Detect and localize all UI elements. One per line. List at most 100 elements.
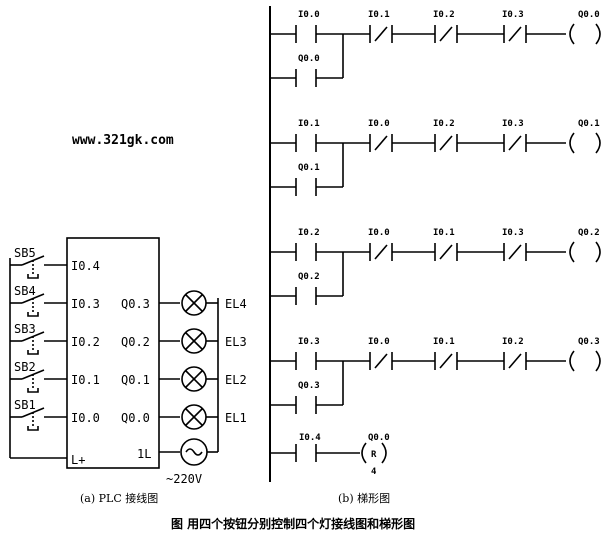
nc-contact-slash bbox=[508, 26, 522, 42]
nc-contact-label: I0.2 bbox=[433, 119, 455, 129]
lamp-label: EL1 bbox=[225, 411, 247, 425]
reset-rung: I0.4 Q0.0 R 4 bbox=[270, 433, 390, 477]
nc-contact-label: I0.3 bbox=[502, 228, 524, 238]
nc-contact-slash bbox=[374, 135, 388, 151]
seal-contact-label: Q0.2 bbox=[298, 272, 320, 282]
nc-contact-slash bbox=[374, 353, 388, 369]
common-input-label: L+ bbox=[71, 453, 85, 467]
nc-contact-slash bbox=[374, 26, 388, 42]
reset-coil-right-arc bbox=[381, 442, 387, 464]
coil-right-arc bbox=[595, 23, 601, 45]
nc-contact-label: I0.0 bbox=[368, 228, 390, 238]
lamp-cross-b bbox=[184, 407, 204, 427]
nc-contact-slash bbox=[374, 244, 388, 260]
sine-icon bbox=[185, 448, 203, 456]
reset-coil-label: Q0.0 bbox=[368, 433, 390, 443]
nc-contact-slash bbox=[439, 26, 453, 42]
seal-contact-label: Q0.0 bbox=[298, 54, 320, 64]
nc-contact-label: I0.2 bbox=[433, 10, 455, 20]
nc-contact-label: I0.0 bbox=[368, 337, 390, 347]
nc-contact-slash bbox=[508, 244, 522, 260]
coil-left-arc bbox=[569, 350, 575, 372]
figure-caption: 图 用四个按钮分别控制四个灯接线图和梯形图 bbox=[171, 516, 415, 531]
input-terminal-label: I0.4 bbox=[71, 259, 100, 273]
switch-label: SB2 bbox=[14, 360, 36, 374]
reset-count: 4 bbox=[371, 467, 377, 477]
nc-contact-label: I0.0 bbox=[368, 119, 390, 129]
output-terminal-label: Q0.2 bbox=[121, 335, 150, 349]
switch-label: SB1 bbox=[14, 398, 36, 412]
nc-contact-label: I0.1 bbox=[433, 228, 455, 238]
coil-right-arc bbox=[595, 241, 601, 263]
switch-label: SB4 bbox=[14, 284, 36, 298]
lamp-label: EL2 bbox=[225, 373, 247, 387]
lamp-cross-b bbox=[184, 369, 204, 389]
switch-label: SB3 bbox=[14, 322, 36, 336]
input-terminal-label: I0.1 bbox=[71, 373, 100, 387]
caption-b: (b) 梯形图 bbox=[338, 492, 390, 505]
output-terminal-label: Q0.3 bbox=[121, 297, 150, 311]
no-contact-label: I0.1 bbox=[298, 119, 320, 129]
lamp-cross-b bbox=[184, 293, 204, 313]
caption-a: (a) PLC 接线图 bbox=[80, 491, 158, 505]
output-row-el1: Q0.0 EL1 bbox=[121, 404, 247, 430]
coil-right-arc bbox=[595, 132, 601, 154]
output-row-el3: Q0.2 EL3 bbox=[121, 328, 247, 354]
coil-label: Q0.2 bbox=[578, 228, 600, 238]
lamp-label: EL4 bbox=[225, 297, 247, 311]
nc-contact-slash bbox=[439, 244, 453, 260]
coil-label: Q0.0 bbox=[578, 10, 600, 20]
seal-contact-label: Q0.3 bbox=[298, 381, 320, 391]
common-output-label: 1L bbox=[137, 447, 151, 461]
switch-label: SB5 bbox=[14, 246, 36, 260]
output-row-el2: Q0.1 EL2 bbox=[121, 366, 247, 392]
no-contact-label: I0.2 bbox=[298, 228, 320, 238]
input-terminal-label: I0.0 bbox=[71, 411, 100, 425]
lamp-label: EL3 bbox=[225, 335, 247, 349]
output-row-el4: Q0.3 EL4 bbox=[121, 290, 247, 316]
lamp-cross-b bbox=[184, 331, 204, 351]
supply-label: ~220V bbox=[166, 472, 202, 486]
nc-contact-slash bbox=[439, 353, 453, 369]
nc-contact-label: I0.3 bbox=[502, 10, 524, 20]
output-terminal-label: Q0.1 bbox=[121, 373, 150, 387]
nc-contact-slash bbox=[439, 135, 453, 151]
coil-label: Q0.1 bbox=[578, 119, 600, 129]
nc-contact-label: I0.1 bbox=[433, 337, 455, 347]
nc-contact-label: I0.1 bbox=[368, 10, 390, 20]
plc-box bbox=[66, 237, 160, 469]
coil-right-arc bbox=[595, 350, 601, 372]
nc-contact-label: I0.3 bbox=[502, 119, 524, 129]
reset-coil-left-arc bbox=[361, 442, 367, 464]
pushbutton-head-icon bbox=[27, 426, 39, 431]
watermark-text: www.321gk.com bbox=[72, 133, 174, 148]
pushbutton-head-icon bbox=[27, 312, 39, 317]
pushbutton-head-icon bbox=[27, 274, 39, 279]
output-terminal-label: Q0.0 bbox=[121, 411, 150, 425]
nc-contact-label: I0.2 bbox=[502, 337, 524, 347]
reset-coil-type: R bbox=[371, 450, 377, 460]
coil-left-arc bbox=[569, 241, 575, 263]
pushbutton-head-icon bbox=[27, 388, 39, 393]
nc-contact-slash bbox=[508, 353, 522, 369]
coil-label: Q0.3 bbox=[578, 337, 600, 347]
reset-contact-label: I0.4 bbox=[299, 433, 321, 443]
input-terminal-label: I0.2 bbox=[71, 335, 100, 349]
no-contact-label: I0.3 bbox=[298, 337, 320, 347]
coil-left-arc bbox=[569, 23, 575, 45]
nc-contact-slash bbox=[508, 135, 522, 151]
coil-left-arc bbox=[569, 132, 575, 154]
seal-contact-label: Q0.1 bbox=[298, 163, 320, 173]
no-contact-label: I0.0 bbox=[298, 10, 320, 20]
pushbutton-head-icon bbox=[27, 350, 39, 355]
